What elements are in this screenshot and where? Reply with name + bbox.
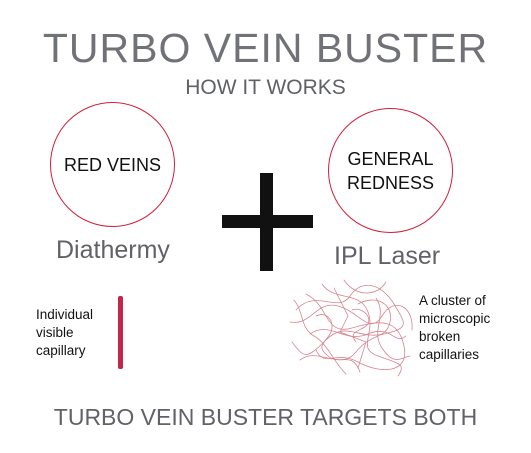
page-subtitle: HOW IT WORKS bbox=[185, 76, 346, 99]
red-veins-circle-text: RED VEINS bbox=[64, 153, 161, 177]
general-redness-circle-text: GENERAL REDNESS bbox=[347, 147, 434, 195]
footer-tagline: TURBO VEIN BUSTER TARGETS BOTH bbox=[53, 404, 478, 430]
red-veins-circle: RED VEINS bbox=[50, 102, 175, 227]
red-veins-line-1: RED VEINS bbox=[63, 154, 162, 175]
general-redness-line-2: REDNESS bbox=[346, 172, 435, 193]
capillary-cluster-icon bbox=[289, 279, 413, 377]
capillary-cluster-note: A cluster of microscopic broken capillar… bbox=[419, 292, 490, 364]
general-redness-line-1: GENERAL bbox=[347, 148, 434, 169]
capillary-cluster-line-3: broken bbox=[419, 329, 461, 344]
individual-capillary-line-1: Individual bbox=[36, 307, 94, 322]
ipl-laser-label: IPL Laser bbox=[334, 242, 441, 270]
capillary-cluster-line-4: capillaries bbox=[419, 347, 480, 362]
capillary-cluster-line-1: A cluster of bbox=[419, 293, 486, 308]
individual-capillary-line-2: visible bbox=[36, 325, 74, 340]
general-redness-circle: GENERAL REDNESS bbox=[328, 108, 453, 233]
capillary-cluster-line-2: microscopic bbox=[419, 311, 491, 326]
plus-icon-horizontal bbox=[222, 215, 313, 228]
diathermy-label: Diathermy bbox=[56, 236, 170, 264]
individual-capillary-note: Individual visible capillary bbox=[36, 306, 93, 360]
capillary-line-icon bbox=[118, 296, 123, 369]
page-title: TURBO VEIN BUSTER bbox=[42, 25, 489, 71]
individual-capillary-line-3: capillary bbox=[36, 343, 86, 358]
